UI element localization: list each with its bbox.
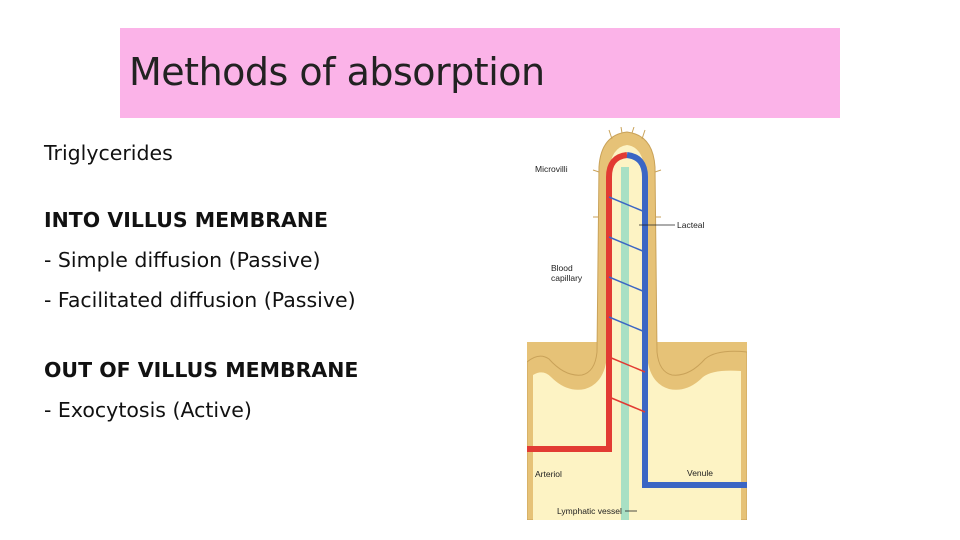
label-venule: Venule [687,468,713,478]
venule [626,152,747,488]
slide-title: Methods of absorption [129,50,545,94]
villus-illustration: Microvilli Lacteal Blood capillary Arter… [526,126,748,521]
text-triglycerides: Triglycerides [44,141,173,165]
title-banner: Methods of absorption [120,28,840,118]
label-lymphatic-vessel: Lymphatic vessel [557,506,622,516]
label-lacteal: Lacteal [677,220,705,230]
bullet-exocytosis: - Exocytosis (Active) [44,398,252,422]
label-microvilli: Microvilli [535,164,568,174]
villus-diagram: Microvilli Lacteal Blood capillary Arter… [526,126,748,521]
bullet-simple-diffusion: - Simple diffusion (Passive) [44,248,321,272]
label-arteriol: Arteriol [535,469,562,479]
slide-content: Triglycerides INTO VILLUS MEMBRANE - Sim… [44,133,514,430]
heading-out-of-villus: OUT OF VILLUS MEMBRANE [44,358,359,382]
label-blood-capillary-2: capillary [551,273,583,283]
bullet-facilitated-diffusion: - Facilitated diffusion (Passive) [44,288,356,312]
microvilli-fringe [592,126,662,218]
label-blood-capillary: Blood [551,263,573,273]
heading-into-villus: INTO VILLUS MEMBRANE [44,208,329,232]
arteriole [527,152,628,452]
lamina-propria [533,145,741,520]
capillary-network [608,196,646,413]
